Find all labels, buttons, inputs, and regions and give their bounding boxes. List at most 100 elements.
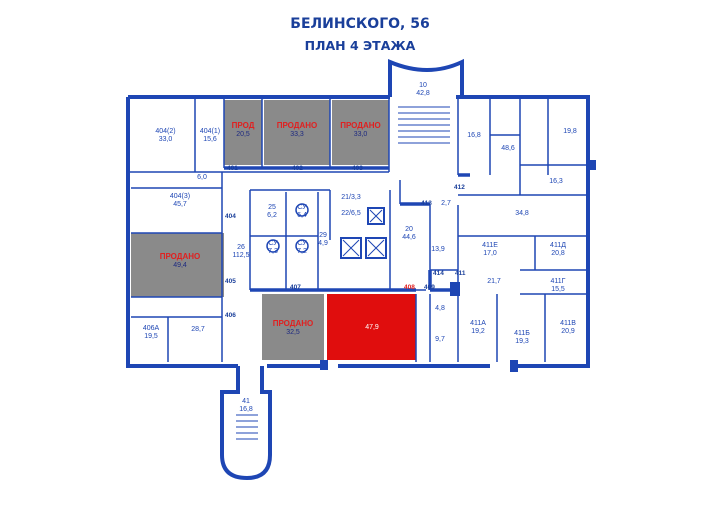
- room-sold-2[interactable]: ПРОДАНО 33,3: [264, 121, 330, 138]
- column: [510, 360, 518, 372]
- room-411a[interactable]: 411А 19,2: [462, 320, 494, 335]
- room-area: 21,7: [487, 278, 501, 285]
- room-22[interactable]: 22/6,5: [334, 210, 368, 218]
- room-2-7[interactable]: 2,7: [438, 200, 454, 208]
- code-411: 411: [455, 270, 466, 277]
- room-9-7[interactable]: 9,7: [430, 336, 450, 344]
- sold-label: ПРОДАНО: [159, 252, 201, 261]
- room-number: 406А: [142, 325, 160, 332]
- outer-wall: [126, 95, 590, 368]
- room-area: 48,6: [501, 145, 515, 152]
- room-411b[interactable]: 411Б 19,3: [506, 330, 538, 345]
- room-area: 19,5: [144, 332, 158, 340]
- room-area: 15,5: [551, 285, 565, 293]
- code-409: 409: [424, 284, 435, 291]
- room-47-9-available[interactable]: 47,9: [355, 324, 389, 332]
- toilet-icon: [266, 239, 280, 253]
- room-number: 41: [242, 398, 250, 405]
- room-number: 411Д: [550, 242, 566, 249]
- elevator-3-cross: [367, 239, 385, 257]
- room-sold-3[interactable]: ПРОДАНО 33,0: [332, 121, 389, 138]
- room-toilet-2[interactable]: СУ 7,3: [261, 240, 285, 255]
- lower-tower-wall: [220, 366, 272, 481]
- code-408: 408: [404, 284, 415, 291]
- room-404-1[interactable]: 404(1) 15,6: [196, 128, 224, 143]
- column: [320, 360, 328, 370]
- room-6-0[interactable]: 6,0: [192, 174, 212, 182]
- room-25[interactable]: 25 6,2: [260, 204, 284, 219]
- room-number: 411Б: [514, 330, 530, 337]
- sold-room-fill-3: [332, 100, 389, 165]
- room-411g[interactable]: 411Г 15,5: [542, 278, 574, 293]
- code-403: 403: [352, 165, 363, 172]
- room-28-7[interactable]: 28,7: [184, 326, 212, 334]
- room-10[interactable]: 10 42,8: [408, 82, 438, 97]
- elevator-2: [340, 237, 362, 259]
- room-34-8[interactable]: 34,8: [508, 210, 536, 218]
- room-411v[interactable]: 411В 20,9: [552, 320, 584, 335]
- room-area: 16,8: [239, 405, 253, 413]
- room-area: 45,7: [173, 200, 187, 208]
- room-20[interactable]: 20 44,6: [394, 226, 424, 241]
- elevator-1-cross: [369, 209, 383, 223]
- room-406a[interactable]: 406А 19,5: [136, 325, 166, 340]
- room-48-6[interactable]: 48,6: [496, 145, 520, 153]
- room-area: 4,9: [318, 239, 328, 247]
- room-number: 20: [405, 226, 413, 233]
- room-toilet-1[interactable]: СУ 6,4: [290, 204, 314, 219]
- room-411e[interactable]: 411Е 17,0: [474, 242, 506, 257]
- room-area: 33,0: [158, 135, 173, 143]
- elevator-3: [365, 237, 387, 259]
- room-4-8[interactable]: 4,8: [430, 305, 450, 313]
- stairs: [236, 106, 450, 440]
- sold-label: ПРОДАНО: [276, 121, 318, 130]
- room-area: 6,2: [267, 211, 277, 219]
- code-412: 412: [454, 184, 465, 191]
- room-16-3[interactable]: 16,3: [542, 178, 570, 186]
- room-404-2[interactable]: 404(2) 33,0: [138, 128, 193, 143]
- available-room-fill: [327, 294, 416, 360]
- room-area: 19,8: [563, 128, 577, 135]
- room-21-7[interactable]: 21,7: [482, 278, 506, 286]
- room-41[interactable]: 41 16,8: [232, 398, 260, 413]
- room-13-9[interactable]: 13,9: [430, 246, 446, 254]
- code-402: 402: [292, 165, 303, 172]
- room-toilet-3[interactable]: СУ 7,2: [290, 240, 314, 255]
- code-401: 401: [227, 165, 238, 172]
- room-area: 47,9: [365, 324, 379, 331]
- code-404: 404: [225, 213, 236, 220]
- room-number: СУ: [297, 240, 307, 247]
- sold-room-fill-5: [262, 294, 324, 360]
- room-sold-4[interactable]: ПРОДАНО 49,4: [140, 252, 220, 269]
- column: [450, 282, 460, 296]
- elevator-1: [367, 207, 385, 225]
- room-area: 17,0: [483, 249, 497, 257]
- room-area: 4,8: [435, 305, 445, 312]
- column: [590, 160, 596, 170]
- room-29[interactable]: 29 4,9: [316, 232, 330, 247]
- sold-label: ПРОДАНО: [340, 121, 381, 130]
- room-area: 2,7: [441, 200, 451, 207]
- room-16-8[interactable]: 16,8: [462, 132, 486, 140]
- room-area: 32,5: [286, 328, 300, 336]
- room-19-8[interactable]: 19,8: [556, 128, 584, 136]
- room-404-3[interactable]: 404(3) 45,7: [160, 193, 200, 208]
- sold-label: ПРОД: [231, 121, 255, 130]
- sold-room-fill-1: [224, 100, 262, 165]
- room-area: 28,7: [191, 326, 205, 333]
- room-area: 20,9: [561, 327, 575, 335]
- code-414: 414: [433, 270, 444, 277]
- plan-subtitle: ПЛАН 4 ЭТАЖА: [304, 38, 416, 53]
- room-number: 411Е: [482, 242, 498, 249]
- room-number: 411В: [560, 320, 576, 327]
- corridor-walls: [224, 166, 470, 292]
- room-area: 34,8: [515, 210, 529, 217]
- room-sold-5[interactable]: ПРОДАНО 32,5: [262, 319, 324, 336]
- room-sold-1[interactable]: ПРОД 20,5: [224, 121, 262, 138]
- room-21[interactable]: 21/3,3: [334, 194, 368, 202]
- sold-room-fill-4: [131, 233, 224, 297]
- room-411d[interactable]: 411Д 20,8: [542, 242, 574, 257]
- room-26[interactable]: 26 112,5: [226, 244, 256, 259]
- room-area: 6,4: [297, 211, 307, 219]
